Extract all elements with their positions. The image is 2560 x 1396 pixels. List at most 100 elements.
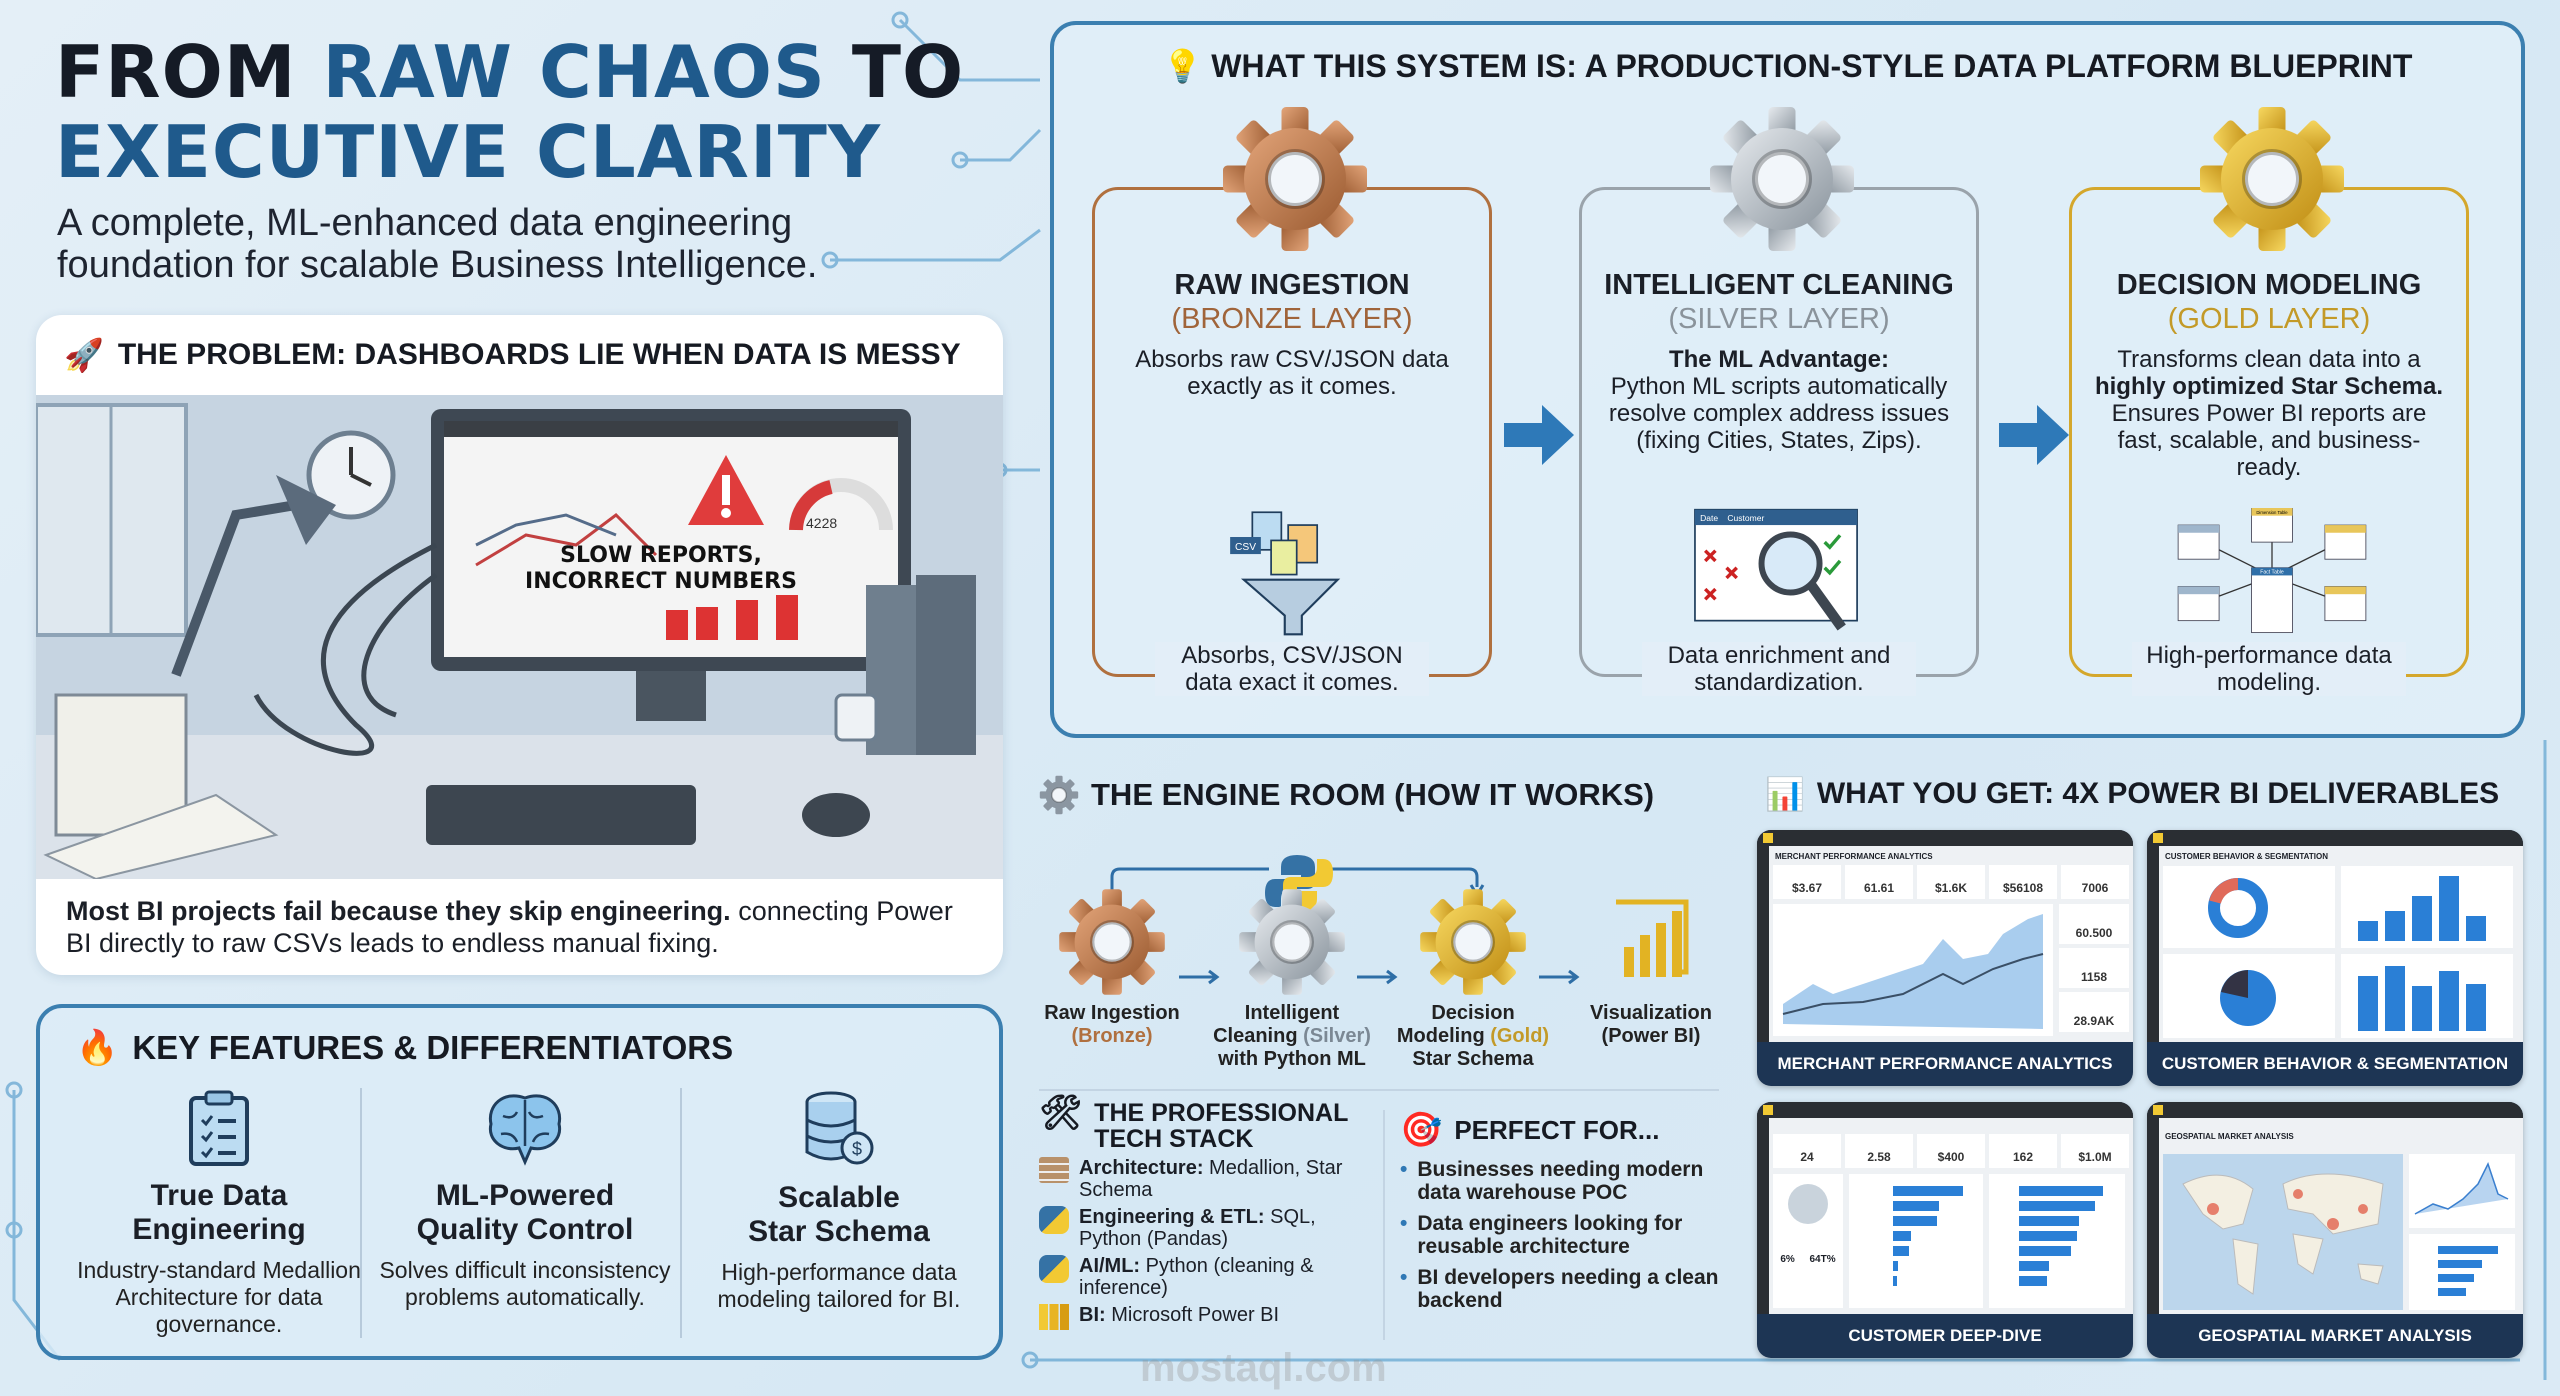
dashboard-inner-title: CUSTOMER BEHAVIOR & SEGMENTATION [2165,852,2328,861]
heading-text: TECH STACK [1094,1125,1254,1153]
feature-title: Star Schema [748,1215,930,1248]
overlay-line: INCORRECT NUMBERS [525,569,797,594]
stack-label: Architecture: [1079,1157,1204,1179]
step-tag: (Power BI) [1601,1025,1701,1047]
table-header: Date [1700,513,1718,523]
kpi-value: 7006 [2061,865,2129,899]
bronze-gear-icon [1220,104,1370,254]
gold-gear-icon [1418,887,1528,997]
tools-icon: 🛠 [1039,1094,1083,1132]
step-label: Raw Ingestion [1044,1002,1180,1024]
heading-text: KEY FEATURES & DIFFERENTIATORS [132,1029,734,1066]
problem-heading: 🚀 THE PROBLEM: DASHBOARDS LIE WHEN DATA … [64,337,961,373]
database-dollar-icon: $ [805,1091,874,1165]
divider [360,1088,362,1338]
kpi-value: 1158 [2059,948,2129,988]
layers-icon [1039,1157,1069,1183]
csv-label: CSV [1235,542,1256,553]
problem-card: 🚀 THE PROBLEM: DASHBOARDS LIE WHEN DATA … [36,315,1003,975]
title-highlight: RAW CHAOS [322,30,826,114]
deliverable-caption: GEOSPATIAL MARKET ANALYSIS [2198,1326,2472,1345]
csv-funnel-icon: CSV [1230,511,1341,636]
system-heading: 💡 WHAT THIS SYSTEM IS: A PRODUCTION-STYL… [1054,47,2521,85]
fire-icon: 🔥 [76,1029,119,1067]
layer-subtitle: (BRONZE LAYER) [1171,303,1413,335]
step-tag: (Gold) [1490,1025,1550,1047]
overlay-line: SLOW REPORTS, [560,543,762,568]
problem-text-bold: Most BI projects fail because they skip … [66,896,731,926]
step-raw-ingestion: Raw Ingestion(Bronze) [1022,887,1202,1048]
perfect-item: Businesses needing modern data warehouse… [1400,1158,1730,1204]
problem-text-rest: connecting Power BI directly to raw CSVs… [66,896,953,958]
perfect-item-text: BI developers needing a clean backend [1417,1266,1719,1312]
layer-description: Ensures Power BI reports are fast, scala… [2111,400,2427,481]
feature-title: ML-Powered [435,1179,615,1212]
table-header: Customer [1727,513,1764,523]
deliverable-geospatial[interactable]: GEOSPATIAL MARKET ANALYSIS GEOSPATIAL MA… [2147,1102,2523,1358]
screen-overlay-text: SLOW REPORTS, INCORRECT NUMBERS [466,543,856,595]
feature-description: Industry-standard Medallion Architecture… [77,1257,361,1337]
messy-desk-illustration: SLOW REPORTS, INCORRECT NUMBERS 4228 [36,395,1003,881]
heading-text: THE ENGINE ROOM (HOW IT WORKS) [1091,777,1655,812]
key-features-card: 🔥 KEY FEATURES & DIFFERENTIATORS True Dat… [36,1004,1003,1360]
perfect-item-text: Data engineers looking for reusable arch… [1417,1212,1683,1258]
kpi-value: 6% [1780,1254,1795,1265]
step-label: with Python ML [1218,1048,1366,1070]
bar-chart-icon: 📊 [1765,776,1805,812]
layer-description: Python ML scripts automatically resolve … [1608,373,1950,454]
kpi-value: $56108 [1989,865,2057,899]
stack-label: BI: [1079,1304,1106,1326]
feature-title: Engineering [132,1213,306,1246]
arrow-right-icon [1504,405,1574,465]
avatar [1788,1184,1828,1224]
kpi-value: 60.500 [2059,904,2129,944]
fact-table-label: Fact Table [2260,570,2284,576]
feature-title: Quality Control [416,1213,634,1246]
step-visualization: Visualization(Power BI) [1561,887,1741,1048]
stack-item: AI/ML: Python (cleaning & inference) [1039,1255,1379,1299]
layer-footer: High-performance data modeling. [2132,642,2406,696]
feature-description: Solves difficult inconsistency problems … [379,1257,671,1310]
kpi-value: $1.0M [2061,1134,2129,1168]
power-bi-icon [1616,899,1689,977]
layer-title: DECISION MODELING [2116,269,2422,301]
subtitle-line: foundation for scalable Business Intelli… [57,244,818,286]
heading-text: THE PROFESSIONAL [1094,1099,1349,1127]
layer-gold: DECISION MODELING (GOLD LAYER) Transform… [2069,187,2469,696]
kpi-value: 28.9AK [2059,992,2129,1032]
layer-footer: Data enrichment and standardization. [1642,642,1916,696]
deliverable-customer-behavior[interactable]: CUSTOMER BEHAVIOR & SEGMENTATION CUSTOME… [2147,830,2523,1086]
world-map [2163,1154,2515,1310]
engine-room-section: THE ENGINE ROOM (HOW IT WORKS) Raw Inges… [1039,767,1719,1091]
kpi-value: 162 [1989,1134,2057,1168]
title-text: FROM [55,30,323,114]
kpi-value: 2.58 [1845,1134,1913,1168]
layer-description: Transforms clean data into a [2117,346,2421,373]
layer-description: Absorbs raw CSV/JSON data exactly as it … [1135,346,1449,400]
step-label: Intelligent [1244,1002,1340,1024]
data-cleaning-magnifier-icon: Date Customer [1694,508,1858,631]
rocket-icon: 🚀 [64,337,104,373]
title-line2: EXECUTIVE CLARITY [55,110,881,194]
layer-subtitle: (GOLD LAYER) [2167,303,2371,335]
heading-text: WHAT YOU GET: 4X POWER BI DELIVERABLES [1816,777,2500,810]
kpi-value: 61.61 [1845,865,1913,899]
perfect-for-section: 🎯PERFECT FOR... Businesses needing moder… [1400,1110,1730,1340]
stack-item: Engineering & ETL: SQL, Python (Pandas) [1039,1206,1379,1250]
deliverable-caption: CUSTOMER BEHAVIOR & SEGMENTATION [2161,1054,2509,1073]
step-label: Modeling [1396,1025,1491,1047]
bar-charts [1849,1174,2125,1308]
step-label: Cleaning [1213,1025,1304,1047]
subtitle-line: A complete, ML-enhanced data engineering [57,202,793,244]
feature-title: Scalable [778,1181,900,1214]
kpi-value: 24 [1773,1134,1841,1168]
heading-text: PERFECT FOR... [1454,1114,1660,1145]
page-title: FROM RAW CHAOS TO EXECUTIVE CLARITY [55,32,964,192]
